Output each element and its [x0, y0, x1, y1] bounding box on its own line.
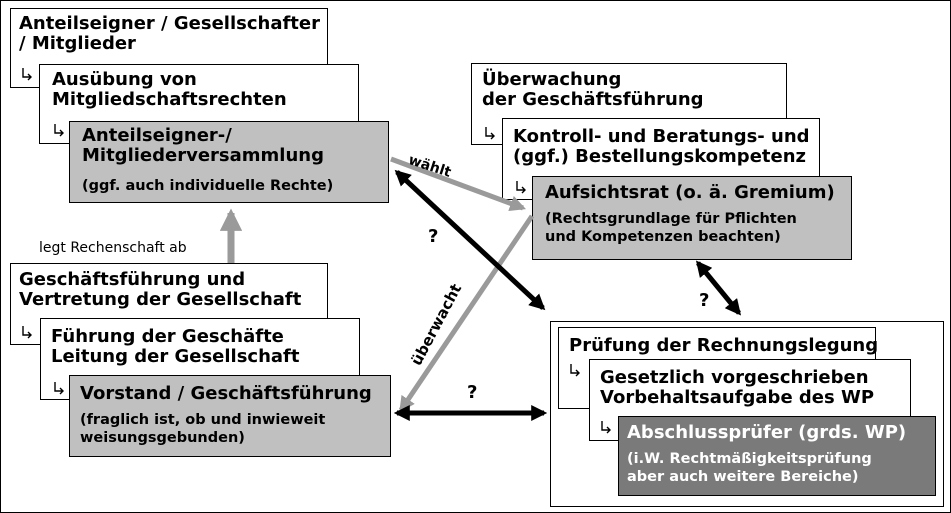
supervises-arrow [398, 214, 535, 413]
auditor-note: (i.W. Rechtmäßigkeitsprüfung aber auch w… [627, 451, 872, 486]
management-box-text: Geschäftsführung und Vertretung der Gese… [19, 269, 302, 311]
auditor-title: Abschlussprüfer (grds. WP) [627, 422, 907, 443]
board-auditor-arrow [695, 260, 742, 316]
return-arrow-icon [22, 68, 32, 81]
audit-box-text: Prüfung der Rechnungslegung [569, 335, 879, 356]
auditor-box: Abschlussprüfer (grds. WP) (i.W. Rechtmä… [618, 416, 936, 496]
assembly-box: Anteilseigner-/ Mitgliederversammlung (g… [69, 121, 389, 203]
supervision-box-text: Überwachung der Geschäftsführung [482, 69, 704, 111]
return-arrow-icon [22, 326, 32, 339]
executive-title: Vorstand / Geschäftsführung [80, 383, 372, 404]
assembly-note: (ggf. auch individuelle Rechte) [82, 178, 334, 194]
executive-box: Vorstand / Geschäftsführung (fraglich is… [69, 375, 391, 457]
board-title: Aufsichtsrat (o. ä. Gremium) [545, 182, 835, 203]
board-note: (Rechtsgrundlage für Pflichten und Kompe… [545, 211, 797, 246]
question-label-right: ? [699, 290, 710, 311]
assembly-title: Anteilseigner-/ Mitgliederversammlung [82, 125, 324, 167]
assembly-auditor-arrow [394, 169, 546, 311]
return-arrow-icon [54, 124, 64, 137]
return-arrow-icon [570, 364, 580, 377]
question-label-diagonal: ? [428, 226, 439, 247]
mandate-box-text: Gesetzlich vorgeschrieben Vorbehaltsaufg… [600, 367, 875, 409]
executive-note: (fraglich ist, ob und inwieweit weisungs… [80, 412, 326, 447]
return-arrow-icon [485, 127, 495, 140]
board-box: Aufsichtsrat (o. ä. Gremium) (Rechtsgrun… [532, 176, 852, 260]
owners-box-text: Anteilseigner / Gesellschafter / Mitglie… [19, 13, 320, 55]
conduct-box-text: Führung der Geschäfte Leitung der Gesell… [51, 326, 300, 368]
return-arrow-icon [601, 421, 611, 434]
return-arrow-icon [54, 382, 64, 395]
accountability-label: legt Rechenschaft ab [39, 240, 187, 256]
question-label-horizontal: ? [467, 382, 478, 403]
control-box-text: Kontroll- und Beratungs- und (ggf.) Best… [513, 126, 810, 168]
rights-box-text: Ausübung von Mitgliedschaftsrechten [52, 69, 287, 111]
